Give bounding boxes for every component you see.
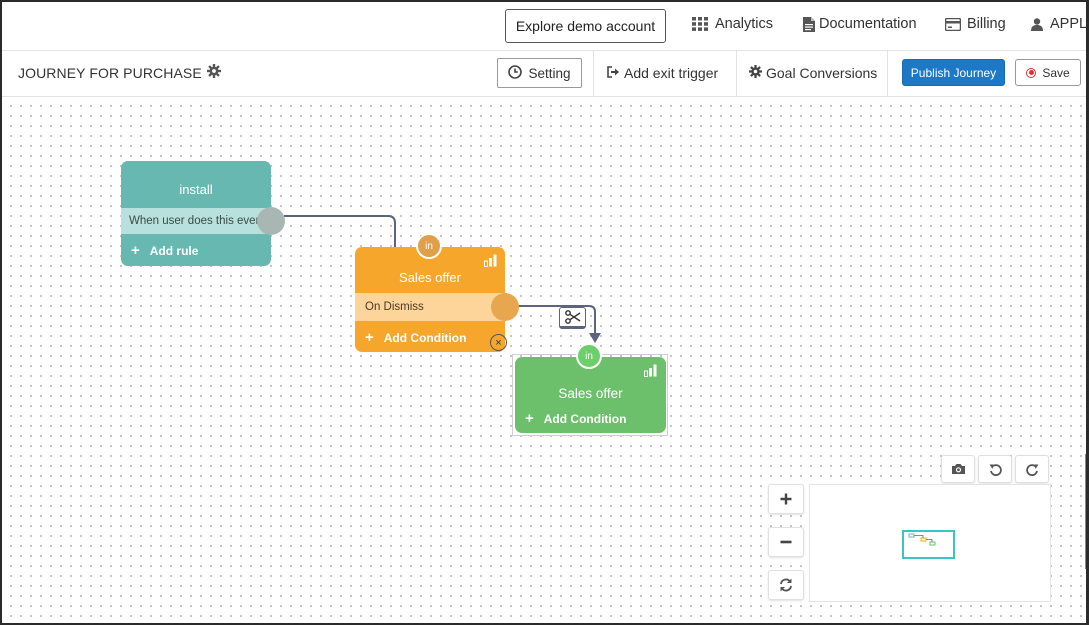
close-icon[interactable]: × (490, 334, 507, 351)
document-icon (803, 16, 815, 32)
minus-icon[interactable] (768, 527, 804, 557)
scissors-icon[interactable] (559, 307, 586, 329)
node-event-row[interactable]: When user does this event (121, 208, 271, 234)
goal-conversions-label: Goal Conversions (766, 65, 878, 81)
save-button[interactable]: Save (1015, 59, 1081, 86)
node-title: Sales offer (399, 270, 461, 285)
connector-arrowhead (589, 333, 601, 343)
trigger-node-install[interactable]: install When user does this event + Add … (121, 161, 285, 266)
minimap-nodes (908, 533, 936, 546)
plus-icon: + (365, 329, 374, 346)
redo-icon[interactable] (1015, 455, 1049, 483)
bar-chart-icon[interactable] (644, 364, 658, 382)
credit-card-icon (945, 17, 961, 31)
nav-documentation[interactable]: Documentation (803, 16, 917, 32)
plus-icon: + (525, 410, 534, 427)
plus-icon[interactable] (768, 484, 804, 514)
toolbar-divider (887, 51, 888, 97)
toolbar-divider (593, 51, 594, 97)
connector-offer-to-offer2 (518, 305, 596, 339)
nav-account[interactable]: APPLE (1031, 16, 1088, 32)
refresh-icon[interactable] (768, 570, 804, 600)
add-rule-label: Add rule (149, 243, 199, 258)
nav-billing-label: Billing (967, 16, 1006, 32)
input-port-badge[interactable]: in (416, 233, 442, 259)
camera-icon[interactable] (941, 455, 975, 483)
clock-icon (508, 64, 523, 82)
add-condition-button[interactable]: + Add Condition (355, 330, 466, 345)
journey-canvas[interactable]: install When user does this event + Add … (2, 97, 1086, 623)
toolbar-divider (736, 51, 737, 97)
plus-icon: + (131, 242, 140, 259)
action-node-sales-offer[interactable]: in Sales offer On Dismiss + Add Conditio… (355, 233, 519, 352)
gear-icon[interactable] (206, 64, 221, 81)
add-exit-trigger-label: Add exit trigger (624, 65, 719, 81)
record-icon (1026, 67, 1037, 78)
grid-icon (692, 17, 708, 31)
setting-button[interactable]: Setting (497, 58, 582, 88)
node-title: Sales offer (558, 386, 623, 401)
add-condition-label: Add Condition (383, 330, 467, 345)
output-port[interactable] (257, 207, 285, 235)
add-condition-label: Add Condition (543, 411, 627, 426)
node-event-row[interactable]: On Dismiss (355, 293, 505, 321)
sign-out-icon (607, 65, 620, 81)
user-icon (1031, 17, 1043, 31)
connector-layer (284, 215, 601, 343)
connector-install-to-offer (284, 215, 396, 247)
add-exit-trigger-button[interactable]: Add exit trigger (607, 65, 718, 81)
nav-analytics[interactable]: Analytics (692, 16, 773, 32)
explore-demo-button[interactable]: Explore demo account (505, 9, 666, 43)
undo-icon[interactable] (978, 455, 1012, 483)
setting-label: Setting (528, 65, 571, 81)
add-rule-button[interactable]: + Add rule (121, 243, 198, 258)
top-navigation: Explore demo account Analytics (2, 2, 1088, 51)
action-node-sales-offer-selected[interactable]: in Sales offer + Add Condition (515, 343, 666, 433)
bar-chart-icon[interactable] (484, 254, 498, 272)
nav-analytics-label: Analytics (715, 16, 774, 32)
publish-journey-button[interactable]: Publish Journey (902, 59, 1005, 86)
journey-toolbar: JOURNEY FOR PURCHASE (2, 51, 1086, 97)
nav-documentation-label: Documentation (819, 16, 917, 32)
output-port[interactable] (491, 293, 519, 321)
journey-title: JOURNEY FOR PURCHASE (18, 64, 221, 81)
save-label: Save (1042, 65, 1070, 80)
minimap[interactable] (809, 484, 1051, 602)
gear-icon (749, 65, 762, 81)
add-condition-button[interactable]: + Add Condition (515, 411, 626, 426)
minimap-viewport[interactable] (902, 530, 955, 559)
node-title: install (179, 182, 213, 197)
scrollbar[interactable] (1085, 454, 1086, 569)
input-port-badge[interactable]: in (576, 343, 602, 369)
journey-title-text: JOURNEY FOR PURCHASE (18, 64, 202, 81)
goal-conversions-button[interactable]: Goal Conversions (749, 65, 877, 81)
nav-account-label: APPLE (1050, 16, 1088, 32)
nav-billing[interactable]: Billing (945, 16, 1006, 32)
